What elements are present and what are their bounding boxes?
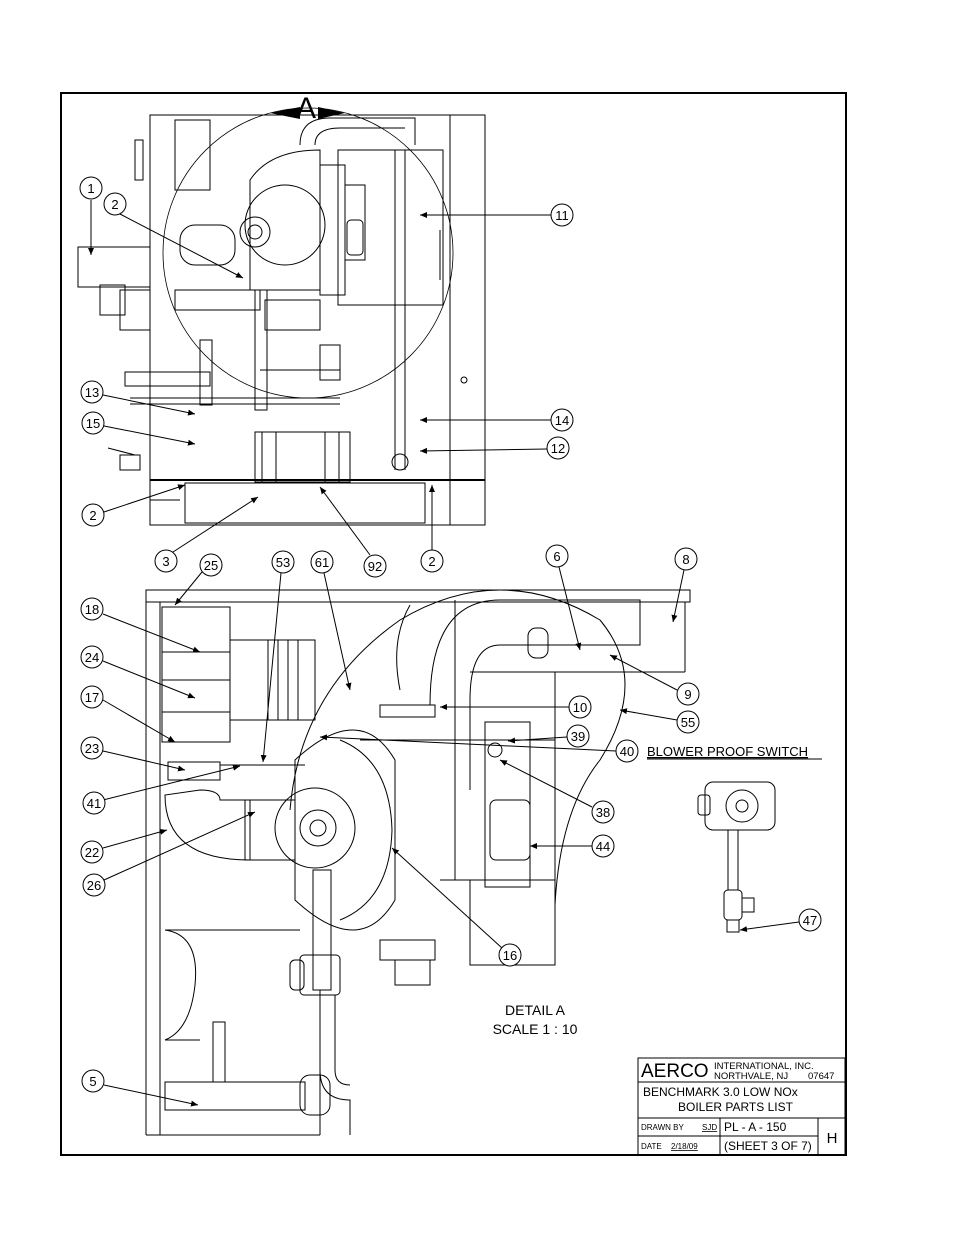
company-city: NORTHVALE, NJ (714, 1071, 788, 1082)
callout-bubble (676, 682, 700, 706)
callout-label: 53 (276, 555, 290, 570)
callout-bubble (81, 1069, 105, 1093)
callout-bubble (676, 710, 700, 734)
callout-bubble (154, 549, 178, 573)
callout-bubble (674, 547, 698, 571)
callout-bubble (80, 840, 104, 864)
callout-label: 92 (368, 559, 382, 574)
callout-label: 40 (620, 744, 634, 759)
blower-proof-switch-label: BLOWER PROOF SWITCH (647, 744, 808, 759)
callout-bubble (568, 695, 592, 719)
drawn-by-label: DRAWN BY (641, 1123, 684, 1132)
callout-bubble (550, 408, 574, 432)
callout-label: 25 (204, 558, 218, 573)
callout-bubble (798, 908, 822, 932)
callout-label: 17 (85, 690, 99, 705)
callout-label: 23 (85, 741, 99, 756)
callout-label: 5 (89, 1074, 96, 1089)
callout-bubble (591, 834, 615, 858)
callout-label: 3 (162, 554, 169, 569)
callout-bubble (545, 544, 569, 568)
detail-scale: SCALE 1 : 10 (493, 1021, 578, 1037)
callout-label: 15 (86, 416, 100, 431)
callout-label: 9 (684, 687, 691, 702)
callout-label: 2 (111, 197, 118, 212)
callout-label: 61 (315, 555, 329, 570)
callout-bubble (271, 550, 295, 574)
company-zip: 07647 (808, 1071, 834, 1082)
section-marker: A (270, 92, 345, 125)
section-marker-label: A (296, 92, 316, 125)
callout-bubble (591, 800, 615, 824)
callout-bubble (81, 411, 105, 435)
callout-bubble (103, 192, 127, 216)
drawing-border (60, 92, 847, 1156)
callout-bubble (80, 380, 104, 404)
callout-bubble (80, 736, 104, 760)
callout-label: 10 (573, 700, 587, 715)
callout-label: 47 (803, 913, 817, 928)
drawn-by-value: SJD (702, 1123, 717, 1132)
callout-label: 11 (555, 208, 569, 223)
callout-label: 12 (551, 441, 565, 456)
callout-label: 44 (596, 839, 610, 854)
callout-bubble (79, 176, 103, 200)
callout-bubble (550, 203, 574, 227)
drawing-title-line1: BENCHMARK 3.0 LOW NOx (643, 1085, 798, 1099)
callout-label: 16 (503, 948, 517, 963)
drawing-number: PL - A - 150 (724, 1120, 787, 1134)
company-name: INTERNATIONAL, INC. (714, 1061, 814, 1072)
title-block-text: AERCO INTERNATIONAL, INC. NORTHVALE, NJ … (641, 1061, 837, 1153)
callout-label: 22 (85, 845, 99, 860)
detail-view (145, 589, 691, 1136)
sheet-number: (SHEET 3 OF 7) (724, 1139, 812, 1153)
callout-label: 2 (89, 508, 96, 523)
top-view (77, 107, 486, 526)
date-value: 2/18/09 (671, 1142, 698, 1151)
callout-label: 38 (596, 805, 610, 820)
detail-title: DETAIL A (505, 1002, 566, 1018)
callout-label: 1 (87, 181, 94, 196)
revision-letter: H (827, 1130, 838, 1147)
callout-label: 6 (553, 549, 560, 564)
callout-label: 18 (85, 602, 99, 617)
callout-bubble (82, 791, 106, 815)
callout-bubble (566, 724, 590, 748)
callout-label: 14 (555, 413, 569, 428)
callout-bubble (546, 436, 570, 460)
callout-label: 26 (87, 878, 101, 893)
callout-bubble (420, 549, 444, 573)
callout-bubble (363, 554, 387, 578)
title-block (637, 1057, 846, 1156)
callout-label: 55 (681, 715, 695, 730)
callout-label: 39 (571, 729, 585, 744)
callout-bubble (82, 873, 106, 897)
callout-bubble (498, 943, 522, 967)
callout-label: 24 (85, 650, 99, 665)
company-logo-text: AERCO (641, 1061, 709, 1082)
callout-label: 8 (682, 552, 689, 567)
callouts-top: 1 2 11 13 15 14 12 2 3 92 (79, 176, 574, 578)
callout-bubble (81, 503, 105, 527)
callouts-bottom: 25 53 61 6 8 18 24 9 17 10 (80, 544, 822, 1107)
callout-label: 2 (428, 554, 435, 569)
callout-label: 41 (87, 796, 101, 811)
callout-bubble (310, 550, 334, 574)
callout-bubble (80, 645, 104, 669)
callout-bubble (80, 597, 104, 621)
callout-bubble (199, 553, 223, 577)
blower-proof-switch-detail (697, 781, 776, 933)
drawing-title-line2: BOILER PARTS LIST (678, 1100, 794, 1114)
callout-label: 13 (85, 385, 99, 400)
callout-bubble (80, 685, 104, 709)
callout-bubble (615, 739, 639, 763)
date-label: DATE (641, 1142, 662, 1151)
